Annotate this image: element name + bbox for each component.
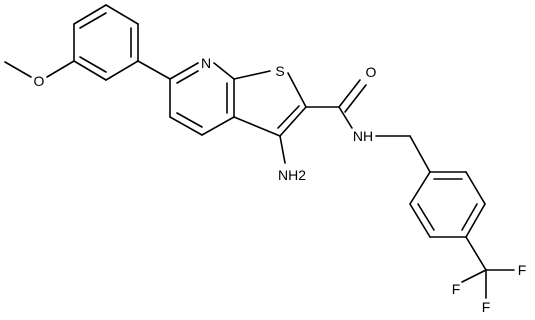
atom-labels: O N S O NH2 NH F F F bbox=[34, 55, 527, 315]
bond-o-aryl bbox=[46, 60, 75, 78]
bond-aryl-cf3 bbox=[465, 236, 487, 271]
bond-c3-nh2 bbox=[279, 135, 286, 164]
bond-c6-n bbox=[169, 62, 199, 80]
bond-aryl-pyridine bbox=[137, 60, 171, 80]
bond-c3a-c4 bbox=[201, 116, 235, 136]
bond-br6-br1 bbox=[409, 171, 431, 205]
bond-br3-br4 bbox=[465, 203, 486, 238]
bond-ar3-ar4 bbox=[105, 4, 139, 25]
bonds bbox=[4, 4, 515, 299]
atom-nh-amide: NH bbox=[353, 128, 373, 144]
bond-co-1 bbox=[338, 79, 361, 108]
bond-ar6-ar1 bbox=[73, 60, 107, 81]
bond-br2-br3 bbox=[465, 171, 486, 205]
bond-br5-br6 bbox=[409, 203, 431, 238]
bond-ch2-aryl bbox=[409, 135, 431, 173]
bond-c4-c5-inner bbox=[176, 112, 203, 128]
bond-c2-c3 bbox=[279, 106, 307, 137]
atom-f-right: F bbox=[518, 262, 527, 278]
bond-n-c7a bbox=[213, 62, 235, 80]
bond-br3-br4-inner bbox=[461, 203, 478, 231]
bond-c4-c5 bbox=[169, 116, 203, 136]
bond-ar6-ar1-inner bbox=[79, 56, 107, 73]
bond-c7a-s bbox=[233, 70, 271, 80]
atom-f-left: F bbox=[452, 281, 461, 297]
bond-c2-c3-inner bbox=[277, 105, 300, 129]
bond-co-2 bbox=[344, 84, 367, 113]
atom-s-thiophene: S bbox=[275, 63, 284, 79]
bond-s-c2 bbox=[287, 72, 307, 108]
atom-n-pyridine: N bbox=[201, 55, 211, 71]
bond-br5-br6-inner bbox=[417, 203, 435, 231]
atom-f-bottom: F bbox=[482, 299, 491, 315]
bond-c3-c3a bbox=[233, 116, 281, 137]
atom-o-carbonyl: O bbox=[366, 64, 377, 80]
atom-nh2-amino: NH2 bbox=[278, 167, 306, 183]
bond-carbonyl-nh bbox=[338, 106, 353, 129]
bond-c6-n-inner bbox=[176, 70, 199, 84]
bond-ar2-ar3 bbox=[73, 4, 107, 25]
bond-c-f-left bbox=[461, 269, 487, 283]
atom-o-methoxy: O bbox=[34, 73, 45, 89]
bond-methyl-o bbox=[4, 61, 32, 78]
bond-ar2-ar3-inner bbox=[79, 12, 107, 29]
bond-ar5-ar6 bbox=[105, 60, 139, 81]
